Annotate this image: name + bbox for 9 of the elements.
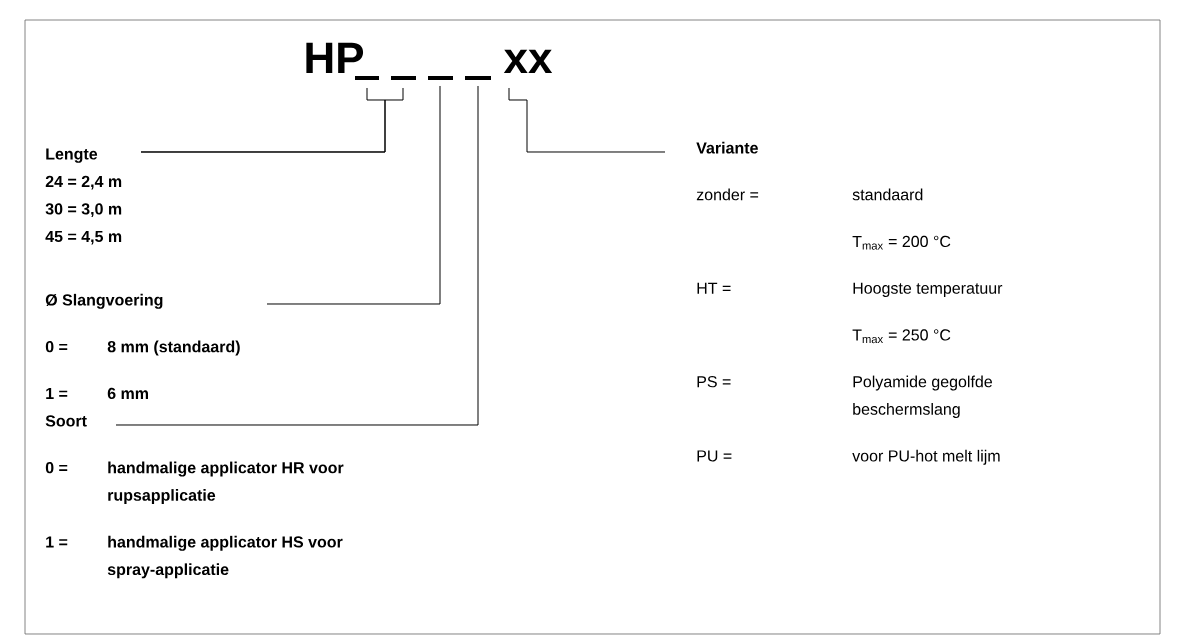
option-list: Soort 0 = handmalige applicator HR voor rupsapplicatie 1 = handmalige applicator HS voor spray-applicatie [45,415,344,579]
option-list: Ø Slangvoering 0 = 8 mm (standaard) 1 = 6 mm [45,293,240,400]
leader-line [266,85,441,305]
code-prefix: HP [306,42,364,73]
option-list: Variante zonder = standaard T$_{max}$ = 200 °C HT = Hoogste temperatuur T$_{max}$ = 250 °C PS = Polyamide gegolfde beschermslang PU = voor PU-hot melt lijm [696,141,1003,465]
code-suffix: xx [503,49,553,73]
option-list: Lengte 24 = 2,4 m 30 = 3,0 m 45 = 4,5 m [45,148,122,245]
leader-line [115,85,479,426]
leader-line [508,87,666,153]
